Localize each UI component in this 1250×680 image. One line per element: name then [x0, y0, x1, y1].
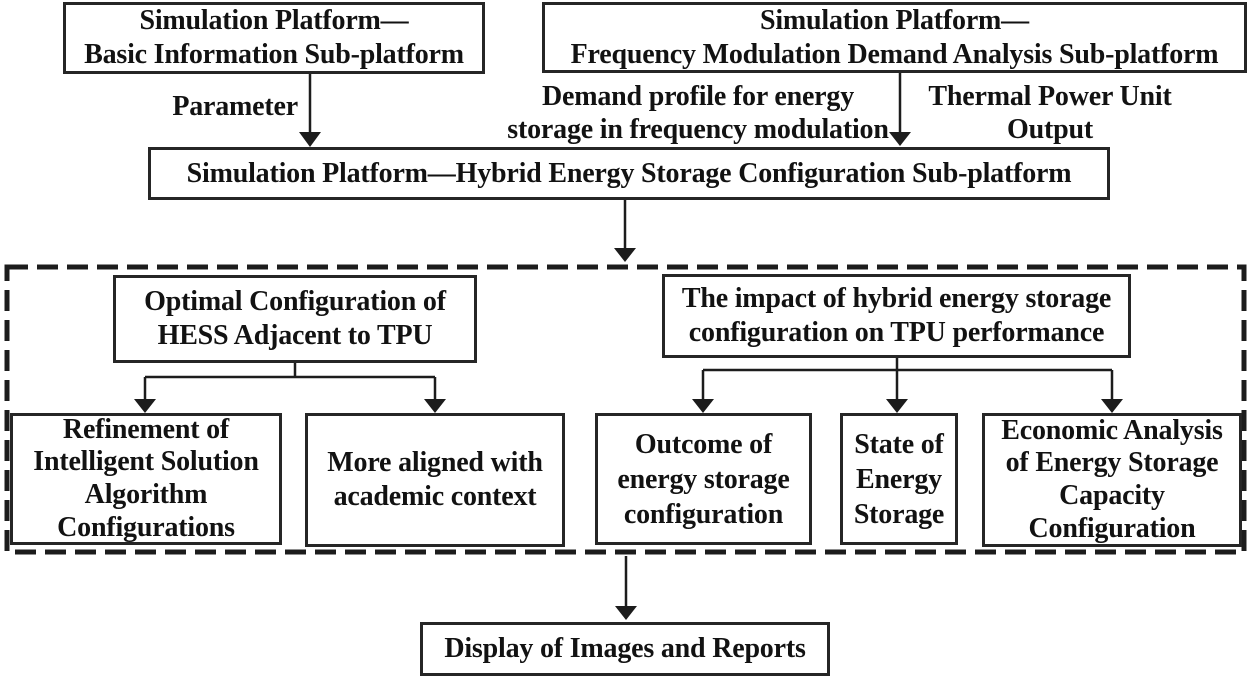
node-outcome-energy-storage-configuration: Outcome of energy storage configuration — [595, 413, 812, 545]
arrow-fmdemand-to-hess — [889, 73, 911, 146]
edge-label-demand-profile: Demand profile for energy storage in fre… — [507, 81, 889, 146]
node-optimal-configuration-hess: Optimal Configuration of HESS Adjacent t… — [113, 275, 477, 363]
node-impact-on-tpu-performance: The impact of hybrid energy storage conf… — [662, 274, 1131, 358]
node-frequency-modulation-subplatform: Simulation Platform— Frequency Modulatio… — [542, 2, 1247, 73]
dashed-group-border — [4, 264, 1247, 555]
branch-optimal-children — [134, 363, 446, 413]
node-aligned-academic-context: More aligned with academic context — [305, 413, 565, 547]
edge-label-thermal-power-output: Thermal Power Unit Output — [928, 81, 1172, 146]
node-basic-info-subplatform: Simulation Platform— Basic Information S… — [63, 2, 485, 74]
node-hybrid-energy-storage-subplatform: Simulation Platform—Hybrid Energy Storag… — [148, 147, 1110, 200]
edge-label-parameter: Parameter — [172, 91, 298, 122]
branch-impact-children — [692, 358, 1123, 413]
node-state-of-energy-storage: State of Energy Storage — [840, 413, 958, 545]
node-refinement-algorithm-configurations: Refinement of Intelligent Solution Algor… — [10, 413, 282, 545]
arrow-basic-to-hess — [299, 74, 321, 147]
arrow-group-to-display — [615, 556, 637, 620]
arrow-hess-to-group — [614, 200, 636, 262]
node-economic-analysis-capacity: Economic Analysis of Energy Storage Capa… — [982, 413, 1242, 547]
node-display-images-reports: Display of Images and Reports — [420, 622, 830, 676]
